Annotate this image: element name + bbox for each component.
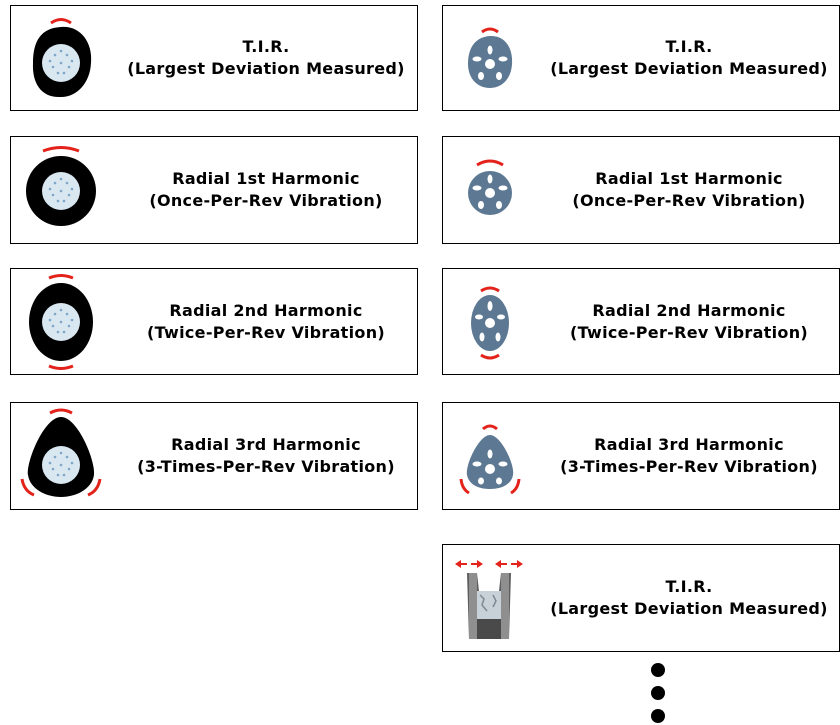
left-card-2nd-harmonic: Radial 2nd Harmonic (Twice-Per-Rev Vibra… xyxy=(10,268,418,375)
card-title: Radial 3rd Harmonic xyxy=(171,435,361,454)
card-title: T.I.R. xyxy=(665,577,713,596)
card-text: T.I.R. (Largest Deviation Measured) xyxy=(119,6,413,110)
dot xyxy=(651,709,665,723)
wheel-1st-harmonic-icon xyxy=(468,159,512,215)
card-text: T.I.R. (Largest Deviation Measured) xyxy=(543,545,835,651)
card-subtitle: (3-Times-Per-Rev Vibration) xyxy=(137,457,395,476)
tire-3rd-harmonic-icon xyxy=(20,408,102,497)
wheel-2nd-harmonic-icon xyxy=(471,286,509,360)
card-subtitle: (Once-Per-Rev Vibration) xyxy=(572,191,806,210)
tire-tir-icon xyxy=(32,18,92,98)
card-title: Radial 3rd Harmonic xyxy=(594,435,784,454)
right-card-1st-harmonic: Radial 1st Harmonic (Once-Per-Rev Vibrat… xyxy=(442,136,840,244)
wheel-3rd-harmonic-icon xyxy=(459,424,521,495)
card-title: T.I.R. xyxy=(242,37,290,56)
card-title: T.I.R. xyxy=(665,37,713,56)
card-text: T.I.R. (Largest Deviation Measured) xyxy=(543,6,835,110)
card-title: Radial 1st Harmonic xyxy=(595,169,783,188)
left-card-tir: T.I.R. (Largest Deviation Measured) xyxy=(10,5,418,111)
card-text: Radial 2nd Harmonic (Twice-Per-Rev Vibra… xyxy=(119,269,413,374)
card-text: Radial 3rd Harmonic (3-Times-Per-Rev Vib… xyxy=(543,403,835,509)
dot xyxy=(651,686,665,700)
card-text: Radial 1st Harmonic (Once-Per-Rev Vibrat… xyxy=(119,137,413,243)
ellipsis-dots-icon xyxy=(648,660,668,725)
right-card-2nd-harmonic: Radial 2nd Harmonic (Twice-Per-Rev Vibra… xyxy=(442,268,840,375)
card-subtitle: (Twice-Per-Rev Vibration) xyxy=(569,322,809,342)
tire-2nd-harmonic-icon xyxy=(29,274,93,370)
rim-lateral-icon xyxy=(455,560,523,639)
card-text: Radial 2nd Harmonic (Twice-Per-Rev Vibra… xyxy=(543,269,835,374)
wheel-tir-icon xyxy=(468,27,513,88)
left-card-3rd-harmonic: Radial 3rd Harmonic (3-Times-Per-Rev Vib… xyxy=(10,402,418,510)
card-subtitle: (Largest Deviation Measured) xyxy=(550,59,828,78)
card-title: Radial 2nd Harmonic xyxy=(592,300,786,320)
dot xyxy=(651,663,665,677)
card-title: Radial 2nd Harmonic xyxy=(169,300,363,320)
tire-1st-harmonic-icon xyxy=(26,146,96,226)
left-card-1st-harmonic: Radial 1st Harmonic (Once-Per-Rev Vibrat… xyxy=(10,136,418,244)
card-subtitle: (3-Times-Per-Rev Vibration) xyxy=(560,457,818,476)
right-card-tir: T.I.R. (Largest Deviation Measured) xyxy=(442,5,840,111)
right-card-rim-lateral: T.I.R. (Largest Deviation Measured) xyxy=(442,544,840,652)
card-subtitle: (Largest Deviation Measured) xyxy=(127,59,405,78)
right-card-3rd-harmonic: Radial 3rd Harmonic (3-Times-Per-Rev Vib… xyxy=(442,402,840,510)
card-text: Radial 1st Harmonic (Once-Per-Rev Vibrat… xyxy=(543,137,835,243)
card-subtitle: (Largest Deviation Measured) xyxy=(550,599,828,618)
card-text: Radial 3rd Harmonic (3-Times-Per-Rev Vib… xyxy=(119,403,413,509)
card-subtitle: (Twice-Per-Rev Vibration) xyxy=(146,322,386,342)
card-subtitle: (Once-Per-Rev Vibration) xyxy=(149,191,383,210)
card-title: Radial 1st Harmonic xyxy=(172,169,360,188)
